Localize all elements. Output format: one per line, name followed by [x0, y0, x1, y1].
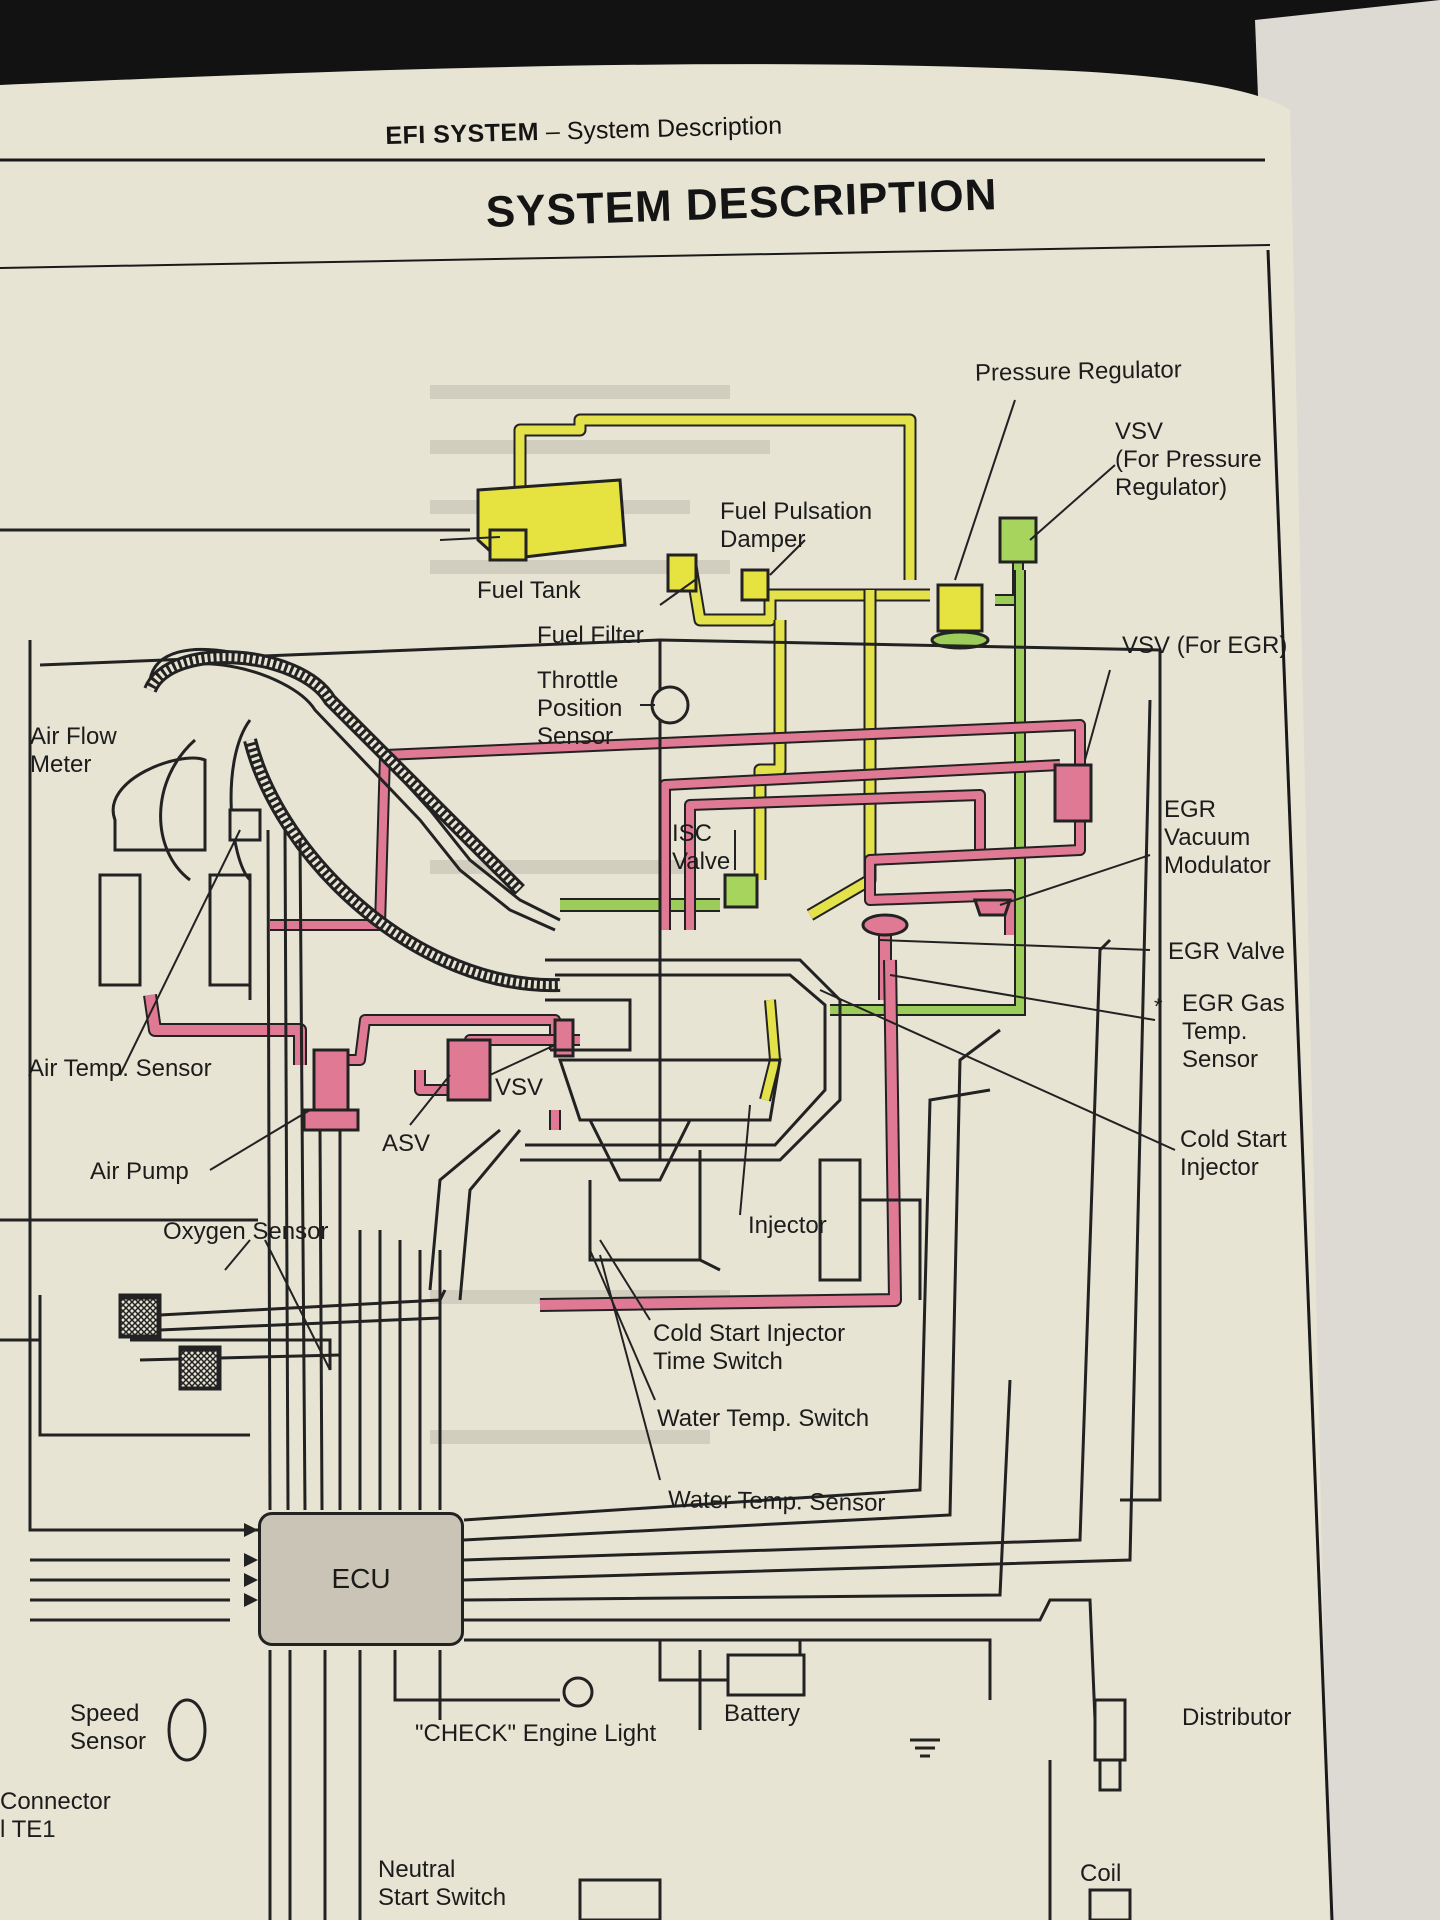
left-page — [0, 64, 1330, 1920]
header-rest: – System Description — [538, 111, 783, 146]
label-battery: Battery — [724, 1700, 801, 1727]
label-neutral-start-switch: Neutral Start Switch — [378, 1856, 507, 1911]
label-fuel-pulsation-damper: Fuel Pulsation Damper — [720, 498, 873, 553]
label-egr-valve: EGR Valve — [1168, 938, 1285, 965]
header-bold: EFI SYSTEM — [385, 117, 540, 150]
ecu-box: ECU — [258, 1512, 464, 1646]
right-page — [1255, 0, 1440, 1920]
footnote-mark: * — [1154, 994, 1163, 1019]
label-connector: Connector l TE1 — [0, 1788, 111, 1843]
label-ecu: ECU — [331, 1563, 391, 1594]
label-distributor: Distributor — [1182, 1704, 1292, 1731]
label-fuel-filter: Fuel Filter — [537, 622, 644, 649]
label-water-temp-sensor: Water Temp. Sensor — [667, 1486, 886, 1517]
label-speed-sensor: Speed Sensor — [70, 1700, 147, 1755]
label-cold-start-injector: Cold Start Injector — [1180, 1126, 1287, 1181]
label-injector: Injector — [748, 1212, 827, 1239]
label-pressure-regulator: Pressure Regulator — [974, 356, 1182, 387]
label-oxygen-sensor: Oxygen Sensor — [163, 1218, 329, 1245]
engine-outline — [0, 528, 1162, 1532]
label-fuel-tank: Fuel Tank — [477, 577, 581, 604]
label-egr-gas-temp-sensor: EGR Gas Temp. Sensor — [1182, 990, 1285, 1073]
label-water-temp-switch: Water Temp. Switch — [657, 1405, 870, 1432]
label-air-flow-meter: Air Flow Meter — [30, 723, 117, 778]
intake-hoses — [143, 650, 561, 993]
label-air-pump: Air Pump — [90, 1158, 189, 1185]
leader-lines — [119, 399, 1176, 1481]
label-check-engine-light: "CHECK" Engine Light — [415, 1720, 657, 1747]
label-coil: Coil — [1080, 1860, 1122, 1887]
label-air-temp-sensor: Air Temp. Sensor — [28, 1055, 212, 1082]
wiring — [30, 699, 1152, 1920]
label-vsv-egr: VSV (For EGR) — [1122, 632, 1288, 659]
label-vsv: VSV — [495, 1074, 544, 1101]
label-egr-vacuum-modulator: EGR Vacuum Modulator — [1164, 796, 1271, 879]
label-asv: ASV — [382, 1130, 431, 1157]
label-cold-start-injector-time-switch: Cold Start Injector Time Switch — [653, 1320, 846, 1375]
label-isc-valve: ISC Valve — [672, 820, 731, 875]
label-throttle-position-sensor: Throttle Position Sensor — [537, 667, 623, 750]
label-vsv-pressure: VSV (For Pressure Regulator) — [1115, 418, 1262, 501]
fuel-lines — [513, 413, 930, 1102]
